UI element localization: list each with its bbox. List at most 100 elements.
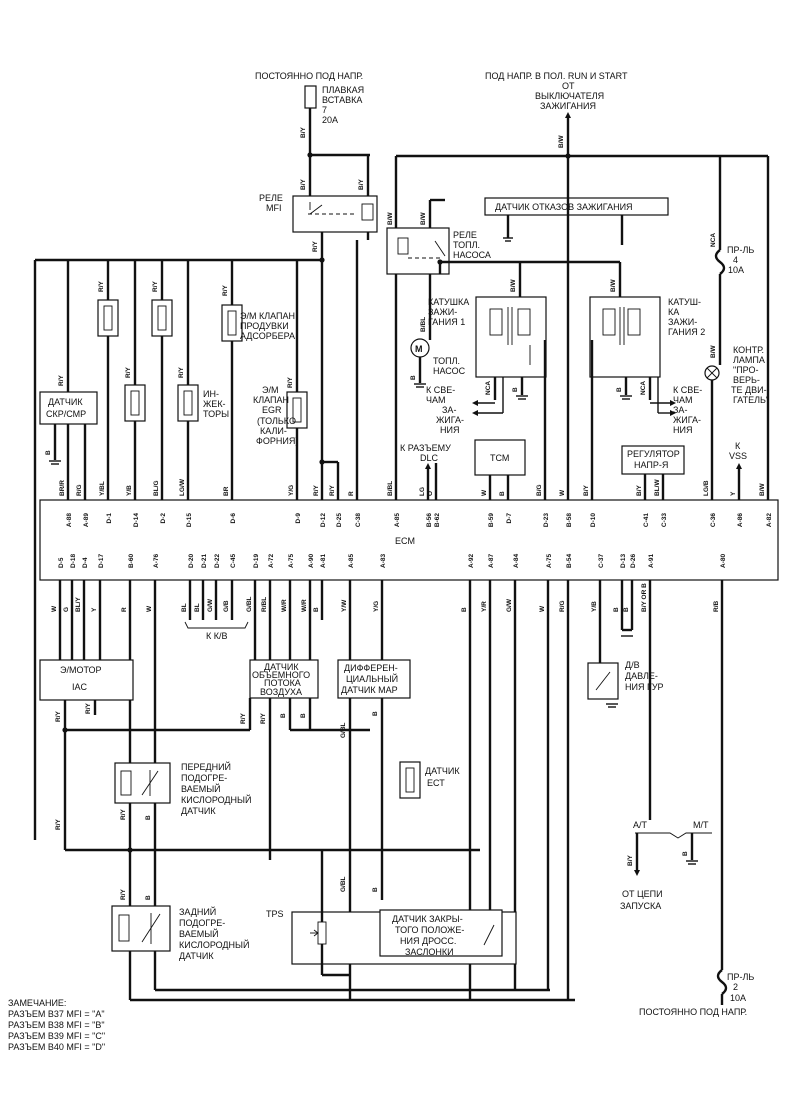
ps-label-c: НИЯ ГУР <box>625 682 664 692</box>
fuse7-label-a: ПЛАВКАЯ <box>322 85 364 95</box>
wire-label: R/Y <box>125 367 132 379</box>
ecm-pin-wire-label: B/Y OR B <box>641 583 648 612</box>
wire-label: NCA <box>710 233 717 247</box>
wire-label: R/Y <box>287 377 294 389</box>
ecm-pin-label: C-33 <box>661 513 668 527</box>
map-label-a: ДИФФЕРЕН- <box>344 663 398 673</box>
map-label-b: ЦИАЛЬНЫЙ <box>346 673 398 684</box>
plugs2-e: НИЯ <box>673 425 692 435</box>
ecm-pin-label: C-45 <box>230 554 237 568</box>
ecm-pin-label: D-17 <box>98 554 105 568</box>
injector-4 <box>151 299 173 337</box>
ecm-pin-wire-label: B <box>499 491 506 496</box>
ecm-pin-wire-label: B <box>623 607 630 612</box>
ecm-pin-wire-label: B <box>313 607 320 612</box>
injectors-label-b: ЖЕК- <box>203 399 226 409</box>
ecm-pin-wire-label: B <box>613 607 620 612</box>
ecm-pin-wire-label: W <box>481 489 488 496</box>
ecm-pin-label: B-62 <box>434 513 441 527</box>
ecm-pin-wire-label: Y <box>730 491 737 496</box>
wire-label: B <box>145 895 152 900</box>
iac-motor <box>39 659 134 701</box>
wire-label: B <box>372 711 379 716</box>
dlc-label-a: К РАЗЪЕМУ <box>400 443 451 453</box>
misfire-label: ДАТЧИК ОТКАЗОВ ЗАЖИГАНИЯ <box>495 202 633 212</box>
ecm-pin-wire-label: B/Y <box>636 485 643 497</box>
injector-2 <box>124 384 146 422</box>
ecm-pin-label: D-10 <box>590 513 597 527</box>
ecm-pin-label: A-84 <box>513 554 520 568</box>
ecm-pin-label: D-13 <box>620 554 627 568</box>
ckp-cmp-sensor <box>39 391 98 425</box>
wire-label: R/Y <box>178 367 185 379</box>
note-line-3: РАЗЪЕМ B39 MFI = "C" <box>8 1031 105 1041</box>
map-sensor <box>337 659 411 699</box>
wire-label: R/Y <box>55 819 62 831</box>
ctp-label-c: НИЯ ДРОСС. <box>400 936 456 946</box>
ecm-pin-wire-label: BR <box>223 486 230 496</box>
ecm-pin-wire-label: R/BL <box>261 597 268 612</box>
ecm-pin-wire-label: LG/W <box>179 478 186 496</box>
wire-label: B <box>280 713 287 718</box>
ecm-pin-label: D-12 <box>320 513 327 527</box>
plugs1-c: ЗА- <box>442 405 456 415</box>
ecm-pin-wire-label: BL/W <box>654 479 661 496</box>
vss-label-b: VSS <box>729 451 747 461</box>
wire-label: B <box>682 851 689 856</box>
ign-label-d: ЗАЖИГАНИЯ <box>540 101 596 111</box>
ecm-pin-wire-label: B <box>461 607 468 612</box>
plugs1-e: НИЯ <box>440 425 459 435</box>
ecm-pin-label: B-54 <box>566 554 573 568</box>
coil1-label-b: ЗАЖИ- <box>428 307 457 317</box>
ecm-pin-wire-label: W <box>146 605 153 612</box>
wire-label: R/Y <box>260 713 267 725</box>
fuel-pump-relay <box>386 227 450 275</box>
o2f-label-b: ПОДОГРЕ- <box>181 773 227 783</box>
ignition-coil-1 <box>475 296 547 378</box>
ecm-pin-label: A-75 <box>546 554 553 568</box>
ecm-pin-wire-label: BR/R <box>59 480 66 496</box>
ctp-label-b: ТОГО ПОЛОЖЕ- <box>395 925 464 935</box>
coil2-label-a: КАТУШ- <box>668 297 701 307</box>
const-power-bottom-label: ПОСТОЯННО ПОД НАПР. <box>639 1007 747 1017</box>
wire-label: B <box>45 450 52 455</box>
o2r-label-b: ПОДОГРЕ- <box>179 918 225 928</box>
ecm-pin-wire-label: W <box>559 489 566 496</box>
o2f-label-a: ПЕРЕДНИЙ <box>181 761 231 772</box>
tcm-label: ТСМ <box>490 453 509 463</box>
maf-label-c: ПОТОКА <box>264 678 301 688</box>
wire-label: B <box>616 387 623 392</box>
ecm-pin-label: A-72 <box>268 554 275 568</box>
o2f-label-d: КИСЛОРОДНЫЙ <box>181 794 251 805</box>
ecm-pin-wire-label: R <box>348 491 355 496</box>
fuse2-label-b: 2 <box>733 982 738 992</box>
maf-label-d: ВОЗДУХА <box>260 687 302 697</box>
ecm-pin-label: D-5 <box>58 557 65 568</box>
o2r-label-a: ЗАДНИЙ <box>179 906 216 917</box>
lamp-label-f: ГАТЕЛЬ" <box>733 395 769 405</box>
pump-label-b: НАСОС <box>433 366 466 376</box>
wire-label: B/W <box>420 212 427 226</box>
ecm-pin-label: A-80 <box>720 554 727 568</box>
injectors-label-a: ИН- <box>203 389 219 399</box>
ecm-pin-label: D-26 <box>630 554 637 568</box>
ecm-pin-label: D-23 <box>543 513 550 527</box>
ign-label-b: ОТ <box>562 81 575 91</box>
plugs1-a: К СВЕ- <box>426 385 455 395</box>
ecm-pin-label: D-7 <box>506 513 513 524</box>
start-label-b: ЗАПУСКА <box>620 901 661 911</box>
reg-label-b: НАПР-Я <box>634 460 668 470</box>
fuse7-label-b: ВСТАВКА <box>322 95 362 105</box>
wire-label: B <box>512 387 519 392</box>
wire-label: R/Y <box>98 281 105 293</box>
ecm-pin-wire-label: Y/BL <box>99 481 106 496</box>
plugs2-b: ЧАМ <box>673 395 693 405</box>
o2r-label-d: КИСЛОРОДНЫЙ <box>179 939 249 950</box>
rear-o2-sensor <box>111 905 171 952</box>
ecm-pin-wire-label: BL/Y <box>75 597 82 612</box>
ecm-pin-wire-label: R/Y <box>329 485 336 497</box>
ecm-pin-label: A-88 <box>66 513 73 527</box>
dlc-label-b: DLC <box>420 453 439 463</box>
ctp-label-d: ЗАСЛОНКИ <box>405 947 454 957</box>
wire-label: B/W <box>510 279 517 293</box>
